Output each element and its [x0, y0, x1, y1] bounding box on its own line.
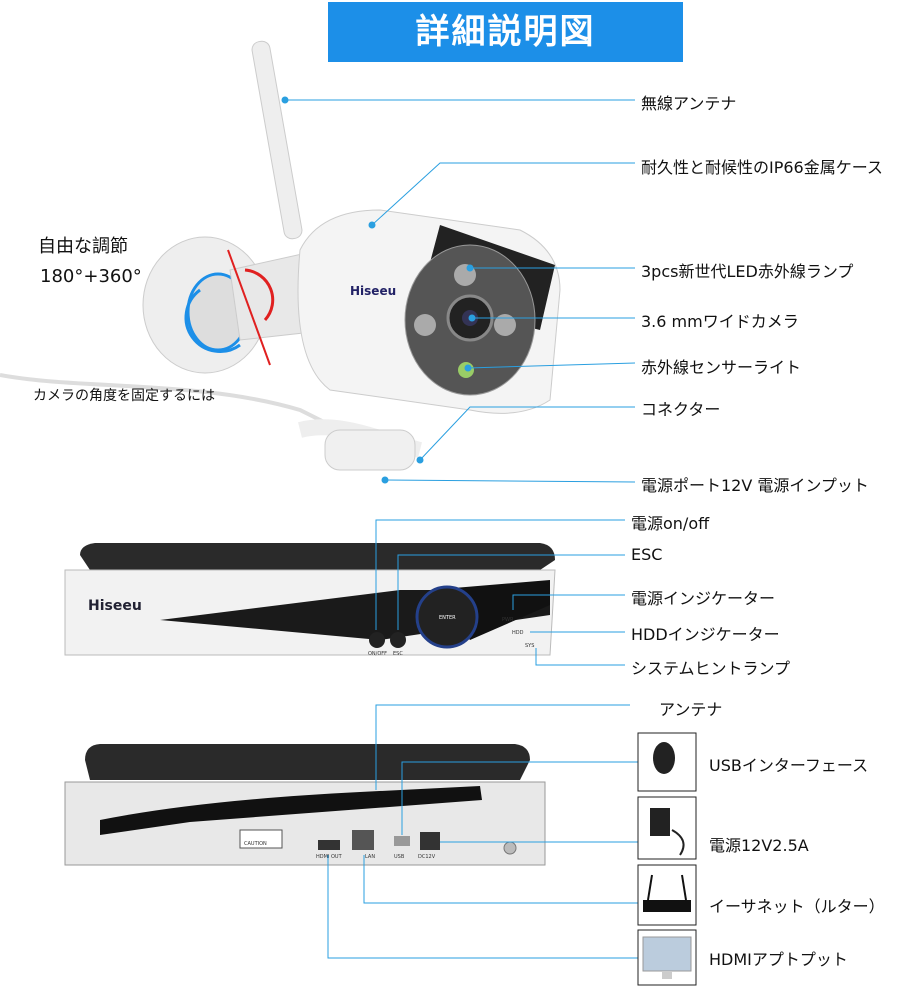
label-ir-led: 3pcs新世代LED赤外線ランプ [641, 262, 854, 281]
label-hdmi-output: HDMIアプトプット [709, 950, 848, 969]
hdmi-port [318, 840, 340, 850]
nvr-brand-logo: Hiseeu [88, 598, 142, 614]
label-hdd-indicator: HDDインジケーター [631, 625, 780, 644]
lan-port [352, 830, 374, 850]
label-metal-case: 耐久性と耐候性のIP66金属ケース [641, 158, 883, 177]
label-power-onoff: 電源on/off [631, 514, 710, 533]
power-button[interactable] [369, 632, 385, 648]
esc-label: ESC [393, 651, 403, 657]
rotation-value: 180°+360° [40, 266, 142, 287]
label-esc: ESC [631, 545, 663, 564]
caution-label: CAUTION [244, 841, 267, 847]
on-off-label: ON/OFF [368, 651, 387, 657]
monitor-icon [642, 936, 692, 972]
esc-button[interactable] [390, 632, 406, 648]
nvr-back-leader-lines [327, 704, 638, 959]
label-antenna: アンテナ [659, 700, 723, 719]
rotation-arrow-icon [184, 288, 241, 353]
nvr-front-illustration: Hiseeu ON/OFF ESC ENTER PWR HDD SYS [64, 543, 556, 657]
label-ethernet: イーサネット（ルター） [709, 897, 885, 916]
camera-brand-logo: Hiseeu [350, 284, 396, 298]
label-ir-sensor: 赤外線センサーライト [641, 358, 802, 377]
hdmi-out-label: HDMI OUT [316, 854, 343, 860]
navigation-dial[interactable] [415, 585, 479, 649]
sys-label: SYS [525, 643, 534, 649]
camera-illustration: Hiseeu [0, 40, 561, 471]
nvr-front-leader-lines [375, 519, 625, 666]
power-adapter-icon [650, 808, 670, 836]
label-wireless-antenna: 無線アンテナ [641, 94, 737, 113]
mouse-icon [653, 742, 675, 774]
hdd-label: HDD [512, 630, 524, 636]
label-connector: コネクター [641, 400, 721, 419]
label-usb-interface: USBインターフェース [709, 756, 869, 775]
lan-label: LAN [365, 854, 375, 860]
pwr-label: PWR [502, 617, 514, 623]
dc12v-label: DC12V [418, 854, 436, 860]
nvr-back-illustration: CAUTION HDMI OUT LAN USB DC12V [64, 744, 546, 866]
label-power-port: 電源ポート12V 電源インプット [641, 476, 869, 495]
dc-port [420, 832, 440, 850]
label-system-lamp: システムヒントランプ [631, 659, 791, 678]
router-icon [643, 900, 691, 912]
enter-label: ENTER [439, 615, 456, 621]
page-title: 詳細説明図 [328, 2, 683, 62]
rotation-arrow-icon [244, 268, 275, 322]
label-power-adapter: 電源12V2.5A [709, 836, 809, 855]
usb-label: USB [394, 854, 405, 860]
label-camera-lens: 3.6 mmワイドカメラ [641, 312, 799, 331]
label-power-indicator: 電源インジケーター [631, 589, 776, 608]
camera-leader-lines [281, 96, 636, 484]
rotation-axis-line [227, 249, 271, 366]
angle-note: カメラの角度を固定するには [33, 388, 215, 404]
usb-port [394, 836, 410, 846]
rotation-title: 自由な調節 [38, 236, 128, 257]
